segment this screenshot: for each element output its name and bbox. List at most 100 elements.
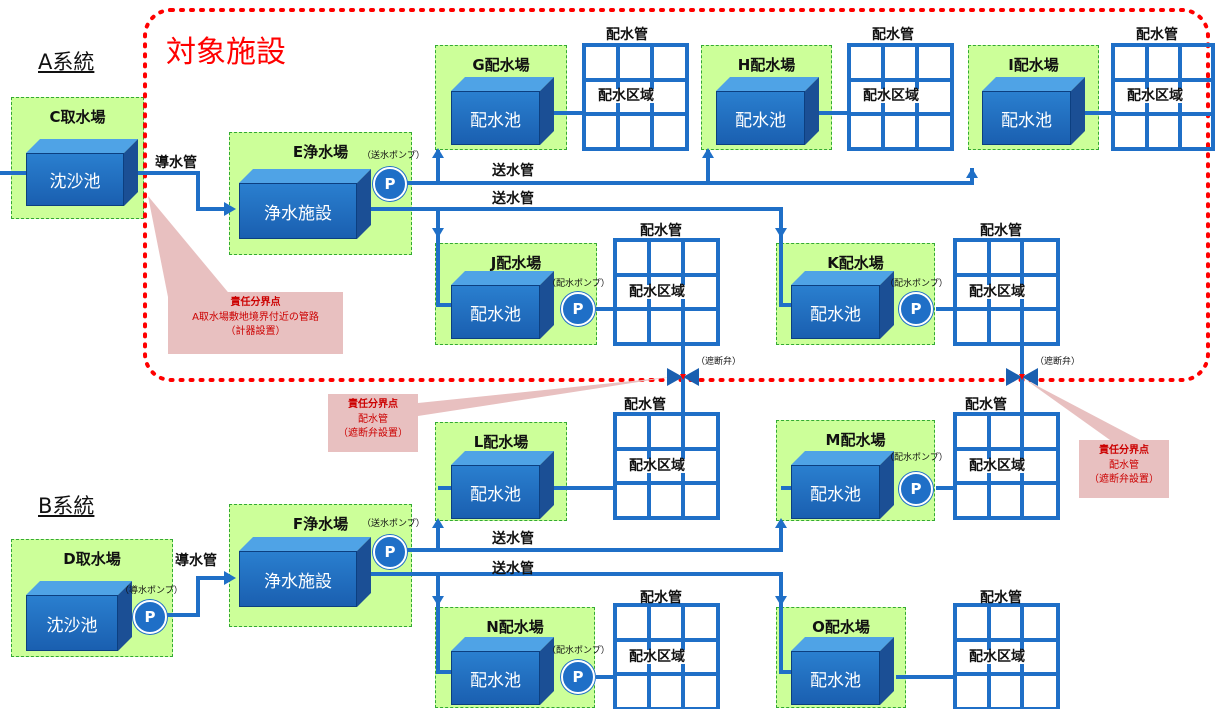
tank-n: 配水池 xyxy=(451,637,554,705)
boundary-note-v2-line1: 配水管 xyxy=(1109,459,1139,471)
tank-k: 配水池 xyxy=(791,271,894,339)
tank-e: 浄水施設 xyxy=(239,169,371,239)
area-label-k: 配水区域 xyxy=(969,284,1025,300)
valve-label-1: （遮断弁） xyxy=(696,357,742,367)
site-l-name: L配水場 xyxy=(473,433,529,451)
area-label-i: 配水区域 xyxy=(1127,88,1183,104)
dist-pipe-label-g: 配水管 xyxy=(606,27,648,43)
dist-pipe-label-l: 配水管 xyxy=(624,397,666,413)
sediment-basin-c: 沈沙池 xyxy=(26,153,124,206)
boundary-note-v1-line1: 配水管 xyxy=(358,413,388,425)
tank-l: 配水池 xyxy=(451,451,554,519)
reservoir-i: 配水池 xyxy=(982,91,1071,145)
area-label-g: 配水区域 xyxy=(598,88,654,104)
tank-c: 沈沙池 xyxy=(26,139,138,206)
system-b-title: B系統 xyxy=(38,494,95,518)
pump-label-d: （導水ポンプ） xyxy=(120,586,183,596)
site-f-name: F浄水場 xyxy=(292,515,349,533)
pump-k-dist: P xyxy=(899,292,933,326)
shutoff-valve-1 xyxy=(667,368,699,386)
system-a-title: A系統 xyxy=(38,50,95,74)
dist-pipe-label-o: 配水管 xyxy=(980,590,1022,606)
flow-arrows xyxy=(224,148,978,606)
reservoir-k: 配水池 xyxy=(791,285,880,339)
target-facility-label: 対象施設 xyxy=(166,35,286,70)
pump-label-j: （配水ポンプ） xyxy=(547,279,610,289)
tank-g: 配水池 xyxy=(451,77,554,145)
site-m-name: M配水場 xyxy=(825,431,886,449)
site-c-name: C取水場 xyxy=(49,108,106,126)
site-h-name: H配水場 xyxy=(737,56,796,74)
boundary-note-a-line2: （計器設置） xyxy=(225,326,286,337)
boundary-note-valve-1: 責任分界点 配水管 （遮断弁設置） xyxy=(328,394,418,452)
site-g-name: G配水場 xyxy=(472,56,530,74)
conduit-label-b: 導水管 xyxy=(175,553,217,569)
dist-pipe-label-i: 配水管 xyxy=(1136,27,1178,43)
site-i-name: I配水場 xyxy=(1008,56,1059,74)
target-boundary xyxy=(143,8,1210,382)
area-label-l: 配水区域 xyxy=(629,458,685,474)
transmission-label-4: 送水管 xyxy=(492,561,534,577)
dist-pipe-label-j: 配水管 xyxy=(640,223,682,239)
boundary-note-v2-title: 責任分界点 xyxy=(1099,445,1149,456)
pump-j-dist: P xyxy=(561,292,595,326)
tank-f: 浄水施設 xyxy=(239,537,371,607)
transmission-label-3: 送水管 xyxy=(492,531,534,547)
dist-pipe-label-n: 配水管 xyxy=(640,590,682,606)
site-d-name: D取水場 xyxy=(63,550,121,568)
site-e-name: E浄水場 xyxy=(292,143,349,161)
site-j-name: J配水場 xyxy=(490,254,542,272)
reservoir-n: 配水池 xyxy=(451,651,540,705)
treatment-e: 浄水施設 xyxy=(239,183,357,239)
transmission-label-2: 送水管 xyxy=(492,191,534,207)
boundary-note-a-line1: A取水場敷地境界付近の管路 xyxy=(192,311,319,323)
tank-o: 配水池 xyxy=(791,637,894,705)
boundary-note-a: 責任分界点 A取水場敷地境界付近の管路 （計器設置） xyxy=(168,292,343,354)
tank-d: 沈沙池 xyxy=(26,581,132,651)
site-k-name: K配水場 xyxy=(827,254,884,272)
treatment-f: 浄水施設 xyxy=(239,551,357,607)
tank-j: 配水池 xyxy=(451,271,554,339)
sediment-basin-d: 沈沙池 xyxy=(26,595,118,651)
reservoir-m: 配水池 xyxy=(791,465,880,519)
area-label-j: 配水区域 xyxy=(629,284,685,300)
pump-n-dist: P xyxy=(561,660,595,694)
dist-pipe-label-m: 配水管 xyxy=(965,397,1007,413)
conduit-label-a: 導水管 xyxy=(155,155,197,171)
boundary-note-v1-line2: （遮断弁設置） xyxy=(338,428,408,439)
pump-label-n: （配水ポンプ） xyxy=(547,646,610,656)
reservoir-l: 配水池 xyxy=(451,465,540,519)
callout-v2-pointer xyxy=(1026,380,1140,440)
boundary-note-a-title: 責任分界点 xyxy=(230,297,281,308)
site-o-name: O配水場 xyxy=(812,618,870,636)
pump-d-intake: P xyxy=(133,600,167,634)
pump-e-send: P xyxy=(373,167,407,201)
reservoir-h: 配水池 xyxy=(716,91,805,145)
tank-i: 配水池 xyxy=(982,77,1085,145)
area-label-m: 配水区域 xyxy=(969,458,1025,474)
boundary-note-v1-title: 責任分界点 xyxy=(348,399,398,410)
transmission-label-1: 送水管 xyxy=(492,163,534,179)
site-n-name: N配水場 xyxy=(486,618,544,636)
area-label-n: 配水区域 xyxy=(629,649,685,665)
reservoir-g: 配水池 xyxy=(451,91,540,145)
pump-m-dist: P xyxy=(899,472,933,506)
boundary-note-valve-2: 責任分界点 配水管 （遮断弁設置） xyxy=(1079,440,1169,498)
shutoff-valve-2 xyxy=(1006,368,1038,386)
boundary-note-v2-line2: （遮断弁設置） xyxy=(1089,474,1159,485)
pump-label-m: （配水ポンプ） xyxy=(885,453,948,463)
area-label-o: 配水区域 xyxy=(969,649,1025,665)
dist-pipe-label-h: 配水管 xyxy=(872,27,914,43)
reservoir-j: 配水池 xyxy=(451,285,540,339)
area-label-h: 配水区域 xyxy=(863,88,919,104)
pump-label-k: （配水ポンプ） xyxy=(885,279,948,289)
dist-pipe-label-k: 配水管 xyxy=(980,223,1022,239)
pump-label-f: （送水ポンプ） xyxy=(362,519,425,529)
tank-m: 配水池 xyxy=(791,451,894,519)
pump-f-send: P xyxy=(373,535,407,569)
callout-a-pointer xyxy=(148,196,232,297)
callout-v1-pointer xyxy=(418,377,671,416)
pump-label-e: （送水ポンプ） xyxy=(362,151,425,161)
valve-label-2: （遮断弁） xyxy=(1035,357,1081,367)
